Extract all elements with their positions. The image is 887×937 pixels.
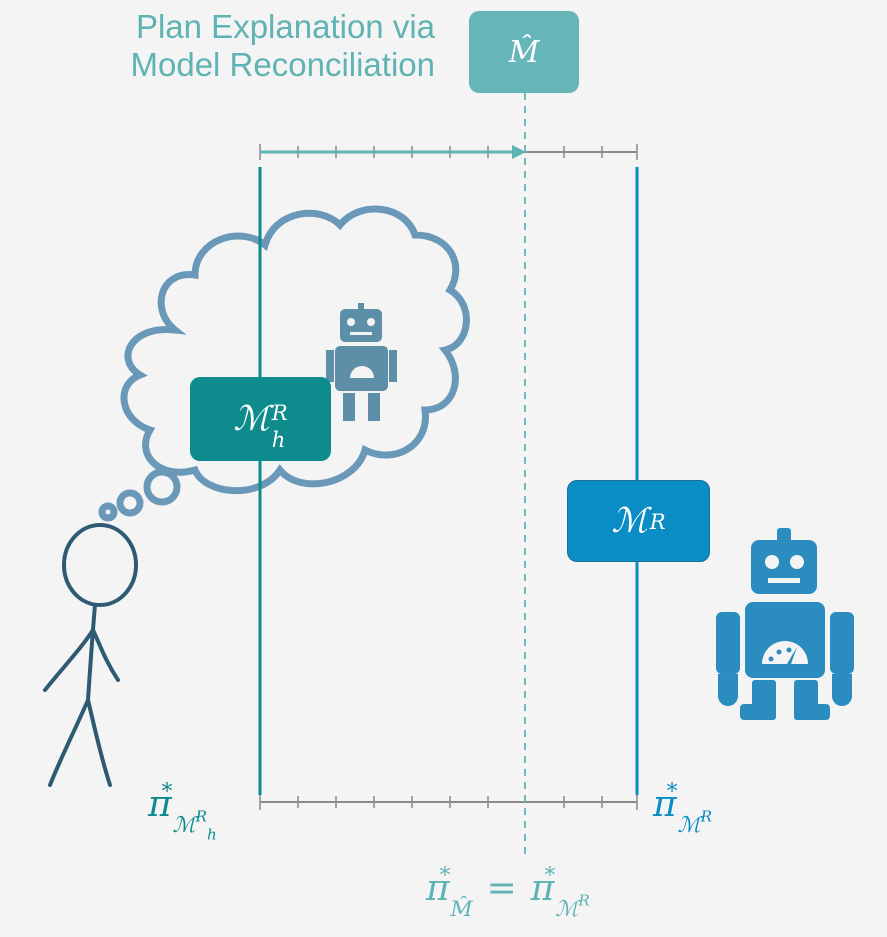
large-robot-icon	[716, 528, 854, 720]
top-ruler	[259, 144, 638, 160]
robot-model-box: ℳ R	[567, 480, 710, 562]
plan-subsub: h	[206, 825, 217, 844]
arrow-head	[512, 145, 526, 159]
human-model-sup: R	[271, 399, 288, 425]
plan-subsup: R	[195, 807, 207, 826]
pi-symbol: π	[653, 784, 677, 825]
human-model-box: ℳ R h	[190, 377, 331, 461]
star-sup: *	[439, 863, 451, 888]
human-plan-label: π* ℳRh	[148, 779, 217, 844]
thought-cloud-icon	[98, 205, 470, 522]
stick-figure-icon	[43, 523, 138, 787]
explanation-equation: π*M̂=π*ℳR	[426, 863, 590, 922]
star-sup: *	[666, 779, 678, 804]
star-sup: *	[161, 779, 173, 804]
plan-sub: ℳ	[677, 813, 701, 838]
plan-sub: M̂	[450, 897, 473, 922]
m-hat-label: M̂	[508, 34, 540, 70]
plan-subsup-2: R	[578, 891, 590, 910]
pi-symbol-2: π	[530, 868, 555, 909]
bottom-ruler	[259, 794, 638, 810]
small-robot-icon	[326, 303, 397, 421]
robot-plan-label: π* ℳR	[653, 779, 712, 838]
title-line-1: Plan Explanation via	[135, 8, 435, 45]
plan-sub-2: ℳ	[555, 897, 579, 922]
pi-symbol: π	[426, 868, 450, 909]
plan-sub: ℳ	[172, 813, 196, 838]
m-hat-box: M̂	[469, 11, 579, 93]
title-line-2: Model Reconciliation	[130, 46, 436, 83]
human-model-base: ℳ	[233, 399, 270, 439]
pi-symbol: π	[148, 784, 172, 825]
equals-sign: =	[486, 868, 517, 909]
robot-model-base: ℳ	[611, 501, 648, 541]
robot-model-sup: R	[649, 508, 666, 534]
diagram-title: Plan Explanation via Model Reconciliatio…	[131, 8, 436, 84]
plan-subsup: R	[700, 807, 712, 826]
star-sup-2: *	[544, 863, 556, 888]
human-model-sub: h	[271, 427, 286, 452]
